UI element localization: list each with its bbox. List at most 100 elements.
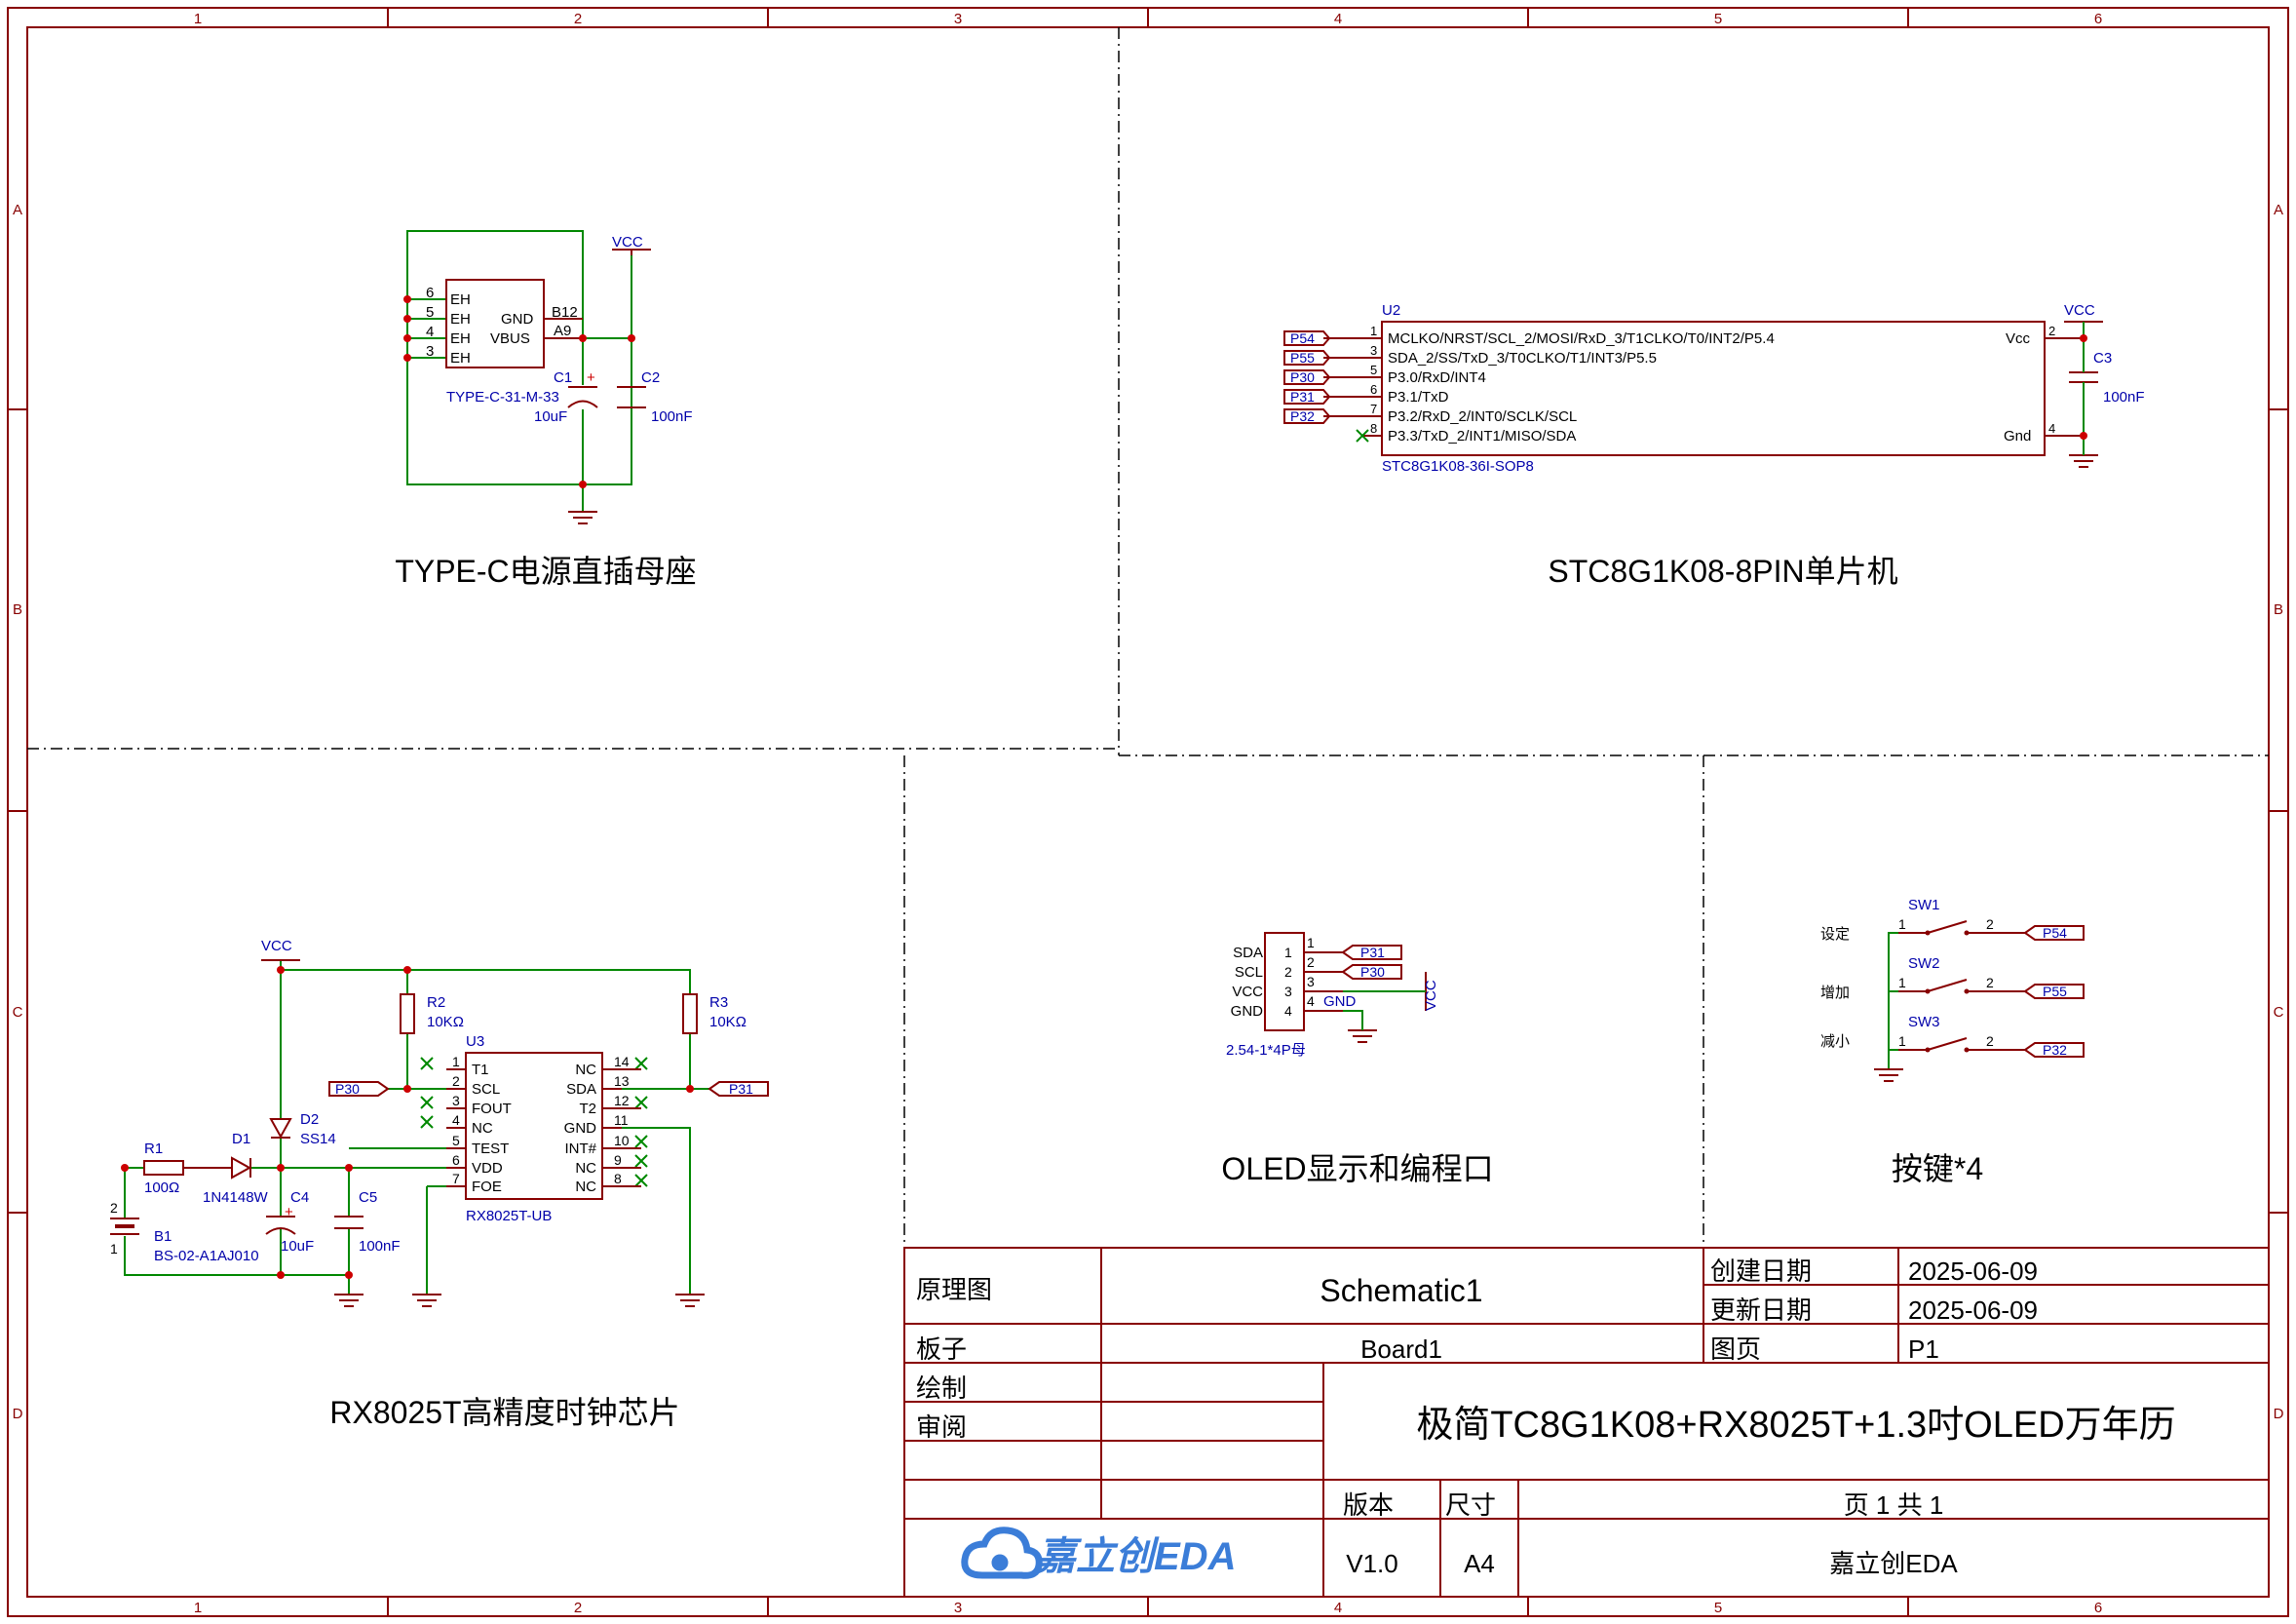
col-label-3: 3	[954, 11, 962, 27]
oled-pin-num: 2	[1284, 964, 1292, 980]
r2-ref: R2	[427, 994, 445, 1011]
typec-b12-pin: B12	[552, 304, 578, 321]
d2-value: SS14	[300, 1131, 336, 1147]
d1-value: 1N4148W	[203, 1189, 269, 1206]
r3-value: 10KΩ	[709, 1014, 746, 1030]
typec-gnd-pin: GND	[501, 311, 534, 328]
row-label-d-right: D	[2274, 1406, 2284, 1422]
rtc-pin-num: 8	[614, 1171, 622, 1186]
mcu-pin-num: 7	[1370, 402, 1377, 416]
mcu-pin-num: 6	[1370, 382, 1377, 397]
col-label-3-bottom: 3	[954, 1600, 962, 1616]
rtc-vcc-label: VCC	[261, 938, 292, 954]
updated-date-value: 2025-06-09	[1908, 1295, 2038, 1325]
typec-pin-num: 3	[426, 343, 434, 360]
mcu-net-ports: P54 P55 P30 P31 P32	[1283, 330, 1331, 424]
mcu-gnd-pin: Gnd	[2004, 428, 2031, 445]
c1-ref: C1	[554, 369, 572, 386]
rtc-pin-name: SCL	[472, 1081, 500, 1098]
key-label-decrease: 减小	[1820, 1033, 1850, 1050]
sw-pin-num: 2	[1986, 975, 1994, 990]
r2-value: 10KΩ	[427, 1014, 464, 1030]
rtc-pin-num: 10	[614, 1133, 630, 1148]
col-label-1: 1	[194, 11, 202, 27]
b1-pin-1: 1	[110, 1241, 118, 1257]
rtc-pin-num: 11	[614, 1112, 629, 1128]
oled-part-number: 2.54-1*4P母	[1226, 1042, 1306, 1059]
sw2-ref: SW2	[1908, 955, 1940, 972]
rtc-pin-num: 4	[452, 1112, 460, 1128]
mcu-block: P54 P55 P30 P31 P32 MCLKO/NRST/SCL_2/MOS…	[1283, 302, 2145, 589]
keys-section-title: 按键*4	[1892, 1151, 1983, 1186]
mcu-pin-name: P3.1/TxD	[1388, 389, 1449, 406]
row-label-b-right: B	[2274, 601, 2283, 618]
oled-pin-num: 4	[1307, 993, 1315, 1009]
typec-vcc-label: VCC	[612, 234, 643, 251]
rtc-section-title: RX8025T高精度时钟芯片	[329, 1395, 679, 1430]
rtc-block: P30 P31 T1 SCL FOUT NC TEST VDD FOE NC S…	[110, 938, 769, 1430]
rtc-pin-name: FOUT	[472, 1101, 512, 1117]
typec-vbus-pin: VBUS	[490, 330, 530, 347]
oled-pin-name: VCC	[1232, 984, 1263, 1000]
oled-block: P31 P30 SDA SCL VCC GND 1 2 3 4 1 2 3 4 …	[1221, 932, 1494, 1186]
rtc-pin-num: 5	[452, 1133, 460, 1148]
c4-value: 10uF	[281, 1238, 314, 1255]
mcu-part-number: STC8G1K08-36I-SOP8	[1382, 458, 1534, 475]
col-label-5: 5	[1714, 11, 1722, 27]
c5-ref: C5	[359, 1189, 377, 1206]
typec-block: EH EH EH EH GND VBUS B12 A9 6 5 4 3 VCC …	[395, 230, 697, 589]
version-value: V1.0	[1346, 1549, 1398, 1578]
size-value: A4	[1464, 1549, 1495, 1578]
typec-pin-eh: EH	[450, 291, 471, 308]
rtc-net-ports: P30 P31	[328, 1081, 769, 1097]
oled-section-title: OLED显示和编程口	[1221, 1151, 1493, 1186]
row-label-d: D	[13, 1406, 23, 1422]
mcu-vcc-pin: Vcc	[2006, 330, 2031, 347]
col-label-5-bottom: 5	[1714, 1600, 1722, 1616]
rtc-body	[465, 1052, 603, 1200]
d1-diode	[231, 1156, 252, 1179]
schematic-label: 原理图	[916, 1275, 992, 1304]
col-label-6-bottom: 6	[2094, 1600, 2102, 1616]
cloud-icon	[961, 1527, 1043, 1579]
c2-ref: C2	[641, 369, 660, 386]
typec-pin-eh: EH	[450, 330, 471, 347]
row-label-c-right: C	[2274, 1004, 2284, 1021]
rtc-pin-name: FOE	[472, 1179, 502, 1195]
drawing-frame	[7, 7, 2289, 1617]
drawn-label: 绘制	[916, 1373, 967, 1403]
sw1-ref: SW1	[1908, 897, 1940, 913]
r1-value: 100Ω	[144, 1179, 179, 1196]
logo: 嘉立创EDA	[961, 1527, 1236, 1579]
sw-pin-num: 2	[1986, 916, 1994, 932]
typec-pin-num: 5	[426, 304, 434, 321]
net-label-p30: P30	[1360, 964, 1385, 980]
rtc-pin-name: INT#	[564, 1141, 596, 1157]
c3-value: 100nF	[2103, 389, 2145, 406]
mcu-pin-name: P3.3/TxD_2/INT1/MISO/SDA	[1388, 428, 1576, 445]
rtc-pin-name: T2	[579, 1101, 596, 1117]
sw-pin-num: 1	[1898, 975, 1906, 990]
net-label-p31: P31	[729, 1081, 753, 1097]
rtc-pin-name: SDA	[566, 1081, 596, 1098]
oled-pin-num: 3	[1307, 974, 1315, 989]
rtc-part-number: RX8025T-UB	[466, 1208, 552, 1224]
c2-value: 100nF	[651, 408, 693, 425]
col-label-2: 2	[574, 11, 582, 27]
rtc-pin-num: 14	[614, 1054, 630, 1069]
mcu-pin-num: 4	[2048, 421, 2055, 436]
rtc-pin-name: TEST	[472, 1141, 509, 1157]
mcu-pin-name: MCLKO/NRST/SCL_2/MOSI/RxD_3/T1CLKO/T0/IN…	[1388, 330, 1775, 347]
typec-pin-num: 6	[426, 285, 434, 301]
page-count: 页 1 共 1	[1844, 1490, 1944, 1520]
oled-vcc-label: VCC	[1423, 980, 1439, 1011]
keys-block: P54 P55 P32 设定 增加 减小 1 2 1 2 1 2 SW1 SW2…	[1820, 897, 2085, 1186]
rtc-pin-name: NC	[472, 1120, 493, 1137]
mcu-ref: U2	[1382, 302, 1400, 319]
net-label-p30: P30	[335, 1081, 360, 1097]
net-label-p30: P30	[1290, 369, 1315, 385]
col-label-1-bottom: 1	[194, 1600, 202, 1616]
mcu-section-title: STC8G1K08-8PIN单片机	[1548, 554, 1897, 589]
mcu-pin-name: P3.0/RxD/INT4	[1388, 369, 1486, 386]
